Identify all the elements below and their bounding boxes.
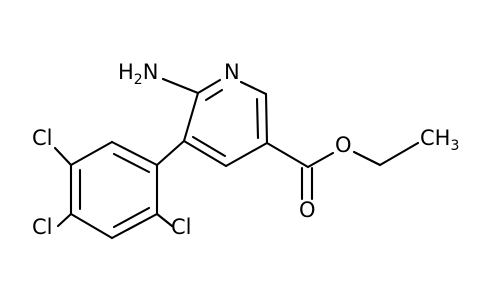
bond-carboxyl-o bbox=[306, 151, 335, 169]
ring-nitrogen-label: N bbox=[224, 60, 240, 84]
bond-ph4-ph5 bbox=[69, 212, 114, 240]
amino-h: H bbox=[118, 60, 134, 84]
bond-ph4-cl bbox=[56, 212, 73, 228]
bond-ch2-ch3 bbox=[378, 141, 420, 167]
bond-c3-c4 bbox=[224, 141, 269, 168]
bond-n1-c2 bbox=[239, 80, 268, 96]
methyl-subscript: 3 bbox=[450, 138, 459, 154]
bond-c4-c5 bbox=[182, 139, 228, 168]
ester-oxygen-label: O bbox=[335, 133, 352, 157]
bond-c2-c3 bbox=[264, 92, 269, 145]
bond-c5-c6 bbox=[182, 91, 200, 143]
chlorine-mid-label: Cl bbox=[32, 215, 53, 239]
chlorine-right-label: Cl bbox=[171, 215, 192, 239]
bond-c4-c5-inner bbox=[191, 135, 227, 158]
bond-c6-nh2 bbox=[161, 77, 200, 95]
amino-subscript: 2 bbox=[134, 72, 143, 88]
methyl-label: CH3 bbox=[420, 126, 459, 154]
bond-c2-c3-inner bbox=[255, 97, 260, 140]
bond-ph5-ph6 bbox=[110, 212, 159, 240]
bond-o-ch2 bbox=[352, 150, 382, 167]
bond-ph1-ph2 bbox=[110, 140, 159, 167]
carbonyl-oxygen-label: O bbox=[299, 198, 316, 222]
amino-label: H2N bbox=[118, 60, 158, 88]
chlorine-top-label: Cl bbox=[32, 126, 53, 150]
bond-c6-n1 bbox=[196, 78, 222, 95]
amino-n: N bbox=[143, 60, 159, 84]
bond-ph2-ph3 bbox=[69, 140, 114, 167]
bond-c5-phenyl bbox=[155, 139, 186, 167]
bond-c3-carboxyl bbox=[265, 141, 310, 169]
bond-c6-n1-inner bbox=[204, 88, 224, 102]
bond-ph1-ph2-inner bbox=[112, 152, 151, 174]
bond-ph5-ph6-inner bbox=[112, 206, 151, 229]
methyl-ch: CH bbox=[420, 126, 450, 150]
bond-ph6-cl bbox=[155, 212, 174, 228]
bond-ph3-cl bbox=[53, 146, 73, 167]
